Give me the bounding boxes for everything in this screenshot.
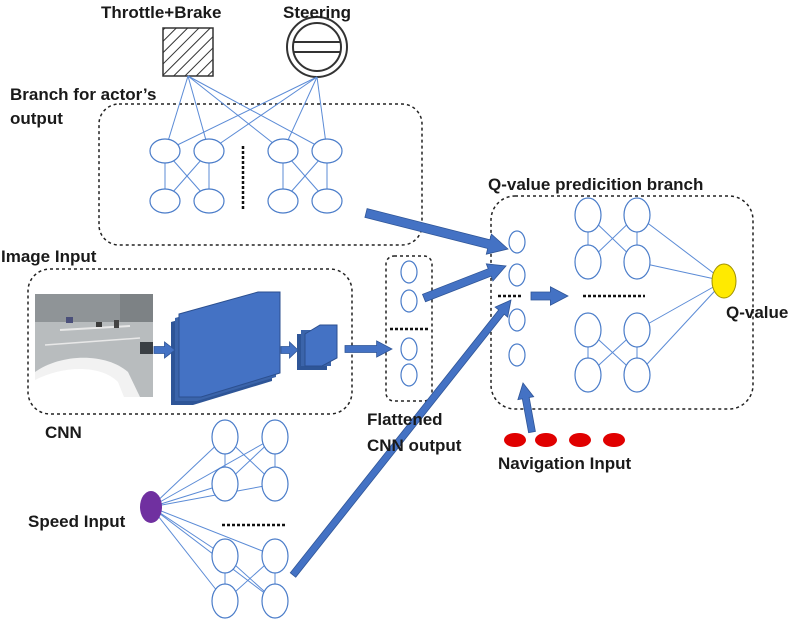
network-edge: [150, 483, 276, 508]
network-edge: [636, 280, 725, 331]
speed-to-qvalue-arrow: [289, 299, 512, 578]
flattened-output-neuron: [400, 289, 418, 313]
steering-wheel-icon: [286, 16, 348, 78]
image-to-cnn-arrow: [153, 341, 176, 359]
neuron-nodes: [149, 138, 651, 619]
qvalue-branch-neuron: [623, 357, 651, 393]
qvalue-label: Q-value: [726, 303, 788, 322]
qvalue-input-neuron: [508, 230, 526, 254]
qvalue-branch-neuron: [574, 244, 602, 280]
actor-branch-neuron: [193, 138, 225, 164]
flattened-label-line2: CNN output: [367, 436, 462, 455]
network-edge: [150, 436, 276, 508]
cnn-label: CNN: [45, 423, 82, 442]
actor-branch-label-line2: output: [10, 109, 63, 128]
speed-network-neuron: [211, 466, 239, 502]
qvalue-input-neuron: [508, 308, 526, 332]
network-edge: [187, 75, 328, 152]
flattened-label-line1: Flattened: [367, 410, 443, 429]
network-edge: [164, 75, 189, 152]
qvalue-branch-neuron: [574, 312, 602, 348]
speed-input-label: Speed Input: [28, 512, 126, 531]
qvalue-branch-neuron: [623, 244, 651, 280]
actor-branch-neuron: [311, 138, 343, 164]
network-edge: [282, 76, 318, 152]
qvalue-branch-box: [490, 195, 754, 410]
cnn-small-block: [297, 324, 338, 370]
throttle-brake-label: Throttle+Brake: [101, 3, 221, 22]
flattened-output-box: [385, 255, 433, 402]
network-edge: [636, 261, 725, 282]
speed-network-neuron: [211, 583, 239, 619]
network-edge: [187, 75, 210, 152]
network-edge: [150, 506, 276, 557]
ellipsis-separators: [222, 146, 645, 527]
driving-scene-thumbnail: [35, 294, 153, 397]
speed-network-neuron: [211, 538, 239, 574]
flow-arrows: [153, 208, 569, 578]
network-edge: [636, 214, 725, 282]
qvalue-input-neuron: [508, 343, 526, 367]
network-edge: [636, 280, 725, 376]
network-edge: [150, 436, 226, 508]
network-edge: [208, 76, 318, 152]
network-edge: [150, 506, 226, 602]
image-input-label: Image Input: [1, 247, 97, 266]
flattened-output-neuron: [400, 260, 418, 284]
qvalue-internal-arrow: [530, 286, 569, 306]
actor-branch-neuron: [311, 188, 343, 214]
actor-branch-box: [98, 103, 423, 246]
actor-branch-neuron: [267, 138, 299, 164]
navigation-input-nodes: [504, 433, 625, 447]
actor-branch-neuron: [149, 188, 181, 214]
speed-network-neuron: [211, 419, 239, 455]
qvalue-branch-neuron: [623, 312, 651, 348]
flattened-to-qvalue-arrow: [421, 263, 507, 303]
network-edge: [150, 506, 226, 557]
speed-network-neuron: [261, 466, 289, 502]
steering-label: Steering: [283, 3, 351, 22]
actor-branch-neuron: [149, 138, 181, 164]
image-input-box: [27, 268, 353, 415]
speed-network-neuron: [261, 538, 289, 574]
actor-to-qvalue-arrow: [364, 208, 509, 255]
speed-network-neuron: [261, 583, 289, 619]
qvalue-branch-neuron: [574, 357, 602, 393]
qvalue-output-node: [711, 263, 737, 299]
qvalue-branch-neuron: [623, 197, 651, 233]
navigation-to-qvalue-arrow: [517, 382, 536, 434]
qvalue-branch-label: Q-value predicition branch: [488, 175, 703, 194]
network-edge: [187, 75, 284, 152]
speed-network-neuron: [261, 419, 289, 455]
actor-branch-neuron: [193, 188, 225, 214]
flattened-output-neuron: [400, 337, 418, 361]
cnn-large-block: [171, 291, 281, 405]
cnn-internal-arrow: [280, 340, 299, 360]
cnn-to-flattened-arrow: [344, 340, 393, 358]
speed-input-node: [140, 491, 162, 523]
qvalue-branch-neuron: [574, 197, 602, 233]
navigation-input-label: Navigation Input: [498, 454, 632, 473]
actor-branch-neuron: [267, 188, 299, 214]
actor-branch-label-line1: Branch for actor’s: [10, 85, 156, 104]
qvalue-input-neuron: [508, 263, 526, 287]
flattened-output-neuron: [400, 363, 418, 387]
throttle-brake-icon: [162, 27, 214, 77]
network-edge: [164, 76, 318, 152]
